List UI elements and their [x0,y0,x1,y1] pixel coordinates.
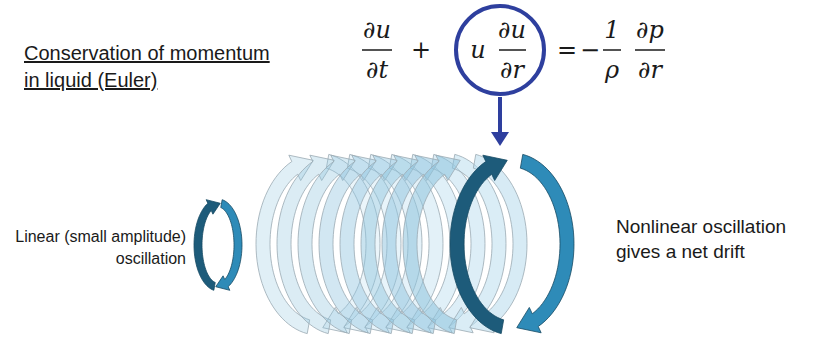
equation-term: 1 [604,16,619,44]
pointer-line [498,97,502,134]
circular-arrow [361,154,485,333]
equation-term: u [470,36,485,64]
equation-operator: + [411,36,431,64]
equation-term: ∂u [363,16,391,44]
oscillation-rings [194,154,574,333]
arrow-arc [517,154,574,332]
fraction-bar [499,49,526,51]
drift-label: Nonlinear oscillation gives a net drift [616,214,810,264]
equation-term: ∂r [500,56,524,84]
equation-term: ∂t [366,56,388,84]
pointer-arrow [491,97,509,146]
arrow-arc [450,155,507,333]
pointer-head [491,132,509,146]
circular-arrow [340,154,464,333]
circular-arrow [194,200,242,291]
equation-term: ∂r [638,56,662,84]
equation-operator: = [557,36,577,64]
equation-term: ρ [605,56,619,84]
arrow-arc [194,200,220,291]
circular-arrow [382,154,506,333]
equation-term: ∂u [498,16,526,44]
equation-term: ∂p [636,16,664,44]
fraction-bar [635,49,665,51]
fraction-bars [362,50,665,51]
circle-outline [456,6,544,94]
oscillation-label: Linear (small amplitude) oscillation [4,226,186,270]
highlight-circle: u ∂u ∂r [454,4,546,96]
fraction-bar [603,49,621,51]
circular-arrow [403,154,527,333]
circular-arrow [450,154,574,333]
fraction-bar [362,49,392,51]
arrow-arc [216,200,242,291]
heading-note: Conservation of momentum in liquid (Eule… [24,40,276,94]
equation-operator: − [580,36,600,64]
